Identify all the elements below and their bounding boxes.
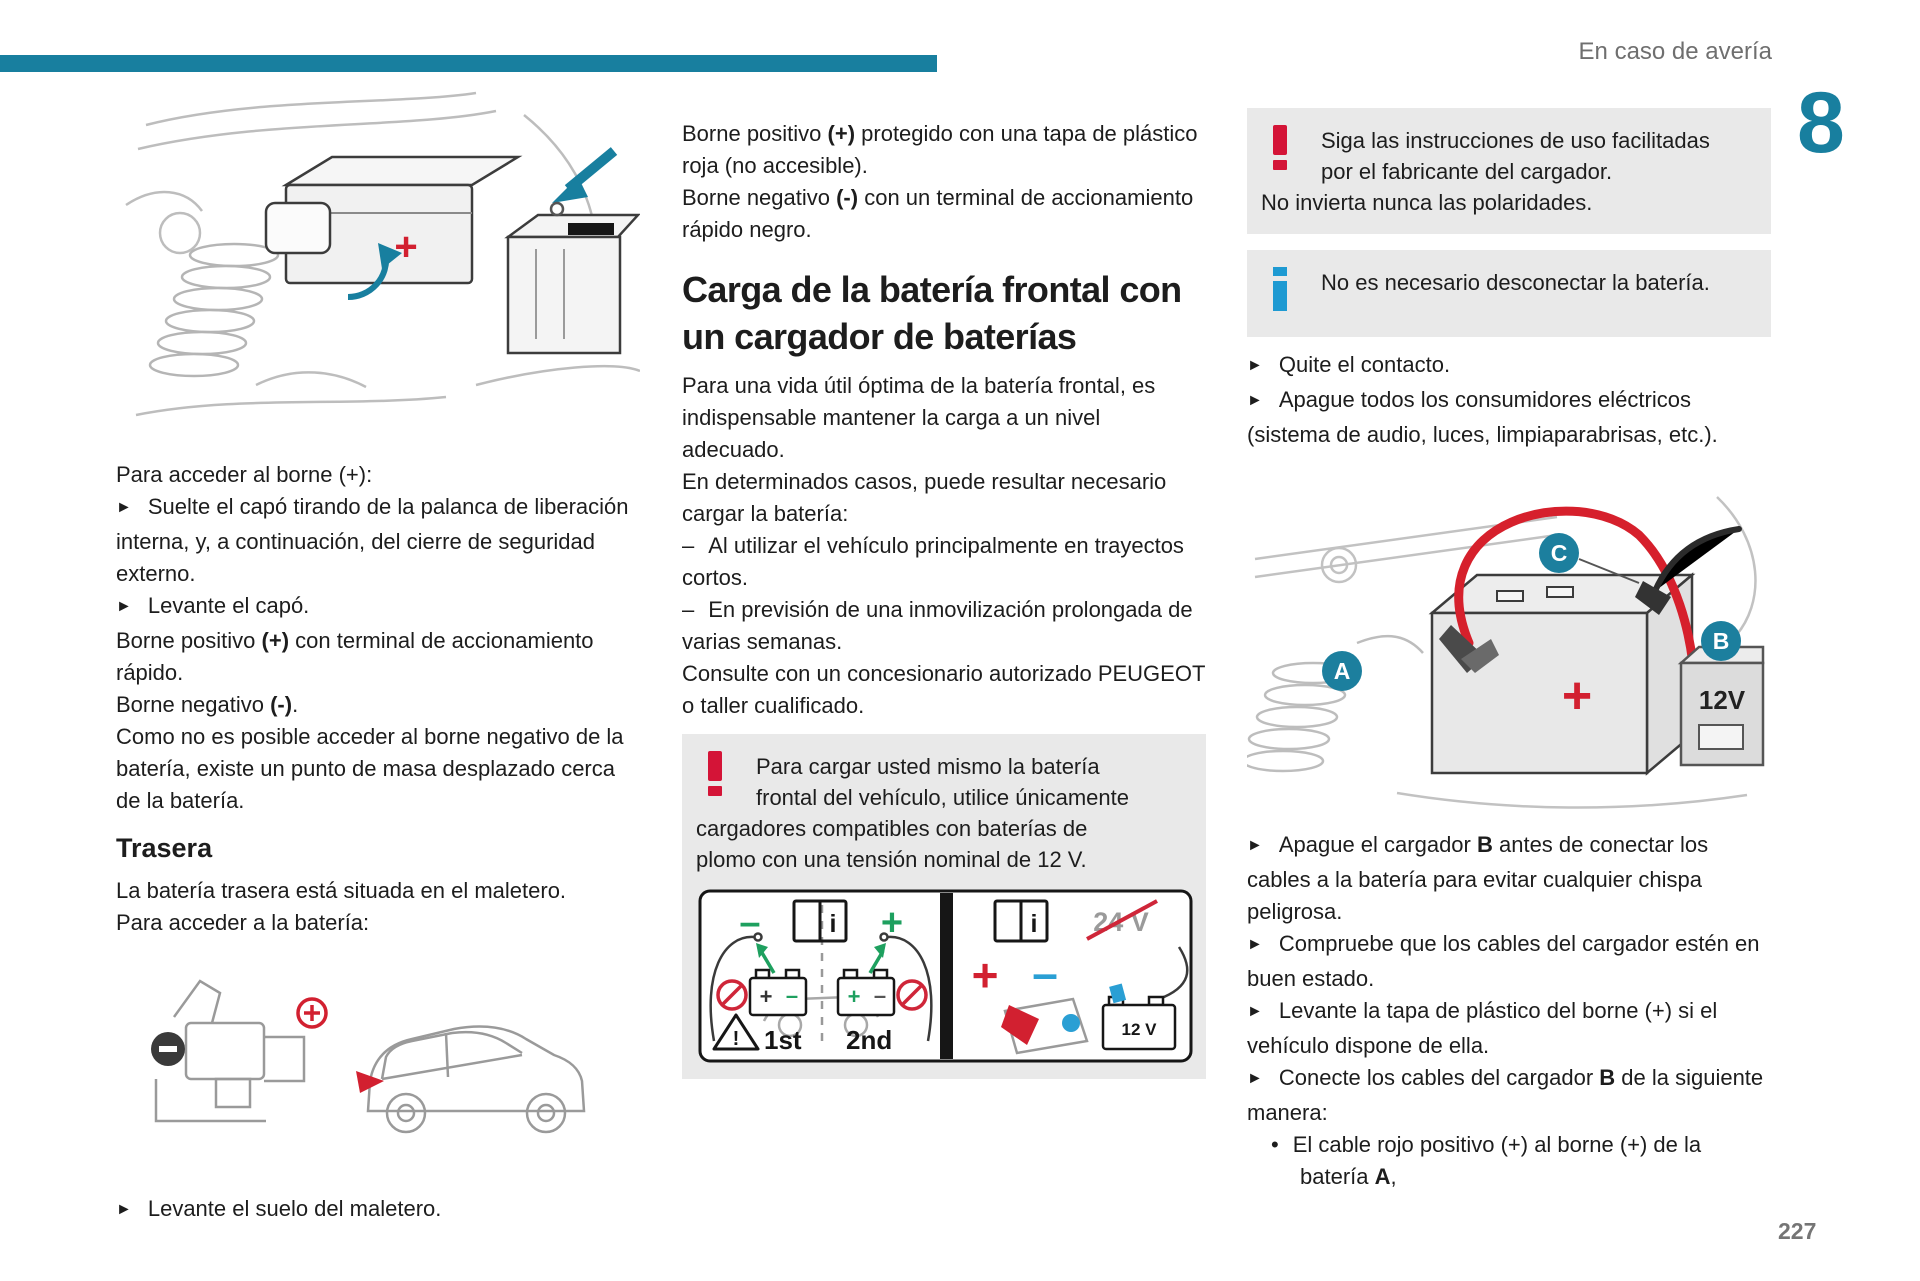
battery-voltage-label: 12 V <box>1122 1020 1158 1039</box>
right-column: Siga las instrucciones de uso facilitada… <box>1247 108 1771 1193</box>
red-cable-clamp <box>1439 625 1499 673</box>
paragraph: Para una vida útil óptima de la batería … <box>682 373 1156 462</box>
dash: – <box>682 533 695 558</box>
front-battery-sketch <box>264 155 523 285</box>
list-item: ►Compruebe que los cables del cargador e… <box>1247 931 1760 991</box>
negative-terminal-note: Borne negativo (-). <box>116 692 299 717</box>
battery-positive-mark: + <box>1562 667 1592 725</box>
rear-battery-access: Para acceder a la batería: <box>116 910 370 935</box>
charger-connection-illustration: + 12V A C <box>1247 496 1765 809</box>
section-title: Carga de la batería frontal con un carga… <box>682 269 1182 357</box>
list-item: ►Levante la tapa de plástico del borne (… <box>1247 998 1718 1058</box>
dot-bullet: • <box>1271 1132 1279 1157</box>
list-item: ►Apague el cargador B antes de conectar … <box>1247 832 1709 924</box>
label-b-badge: B <box>1701 621 1741 661</box>
warning-triangle-icon: ! <box>712 1013 760 1051</box>
list-item: ►Levante el capó. <box>116 590 640 625</box>
bullet-arrow-icon: ► <box>116 1201 132 1218</box>
negative-terminal-note: Borne negativo (-) con un terminal de ac… <box>682 185 1194 242</box>
list-item: ►Apague todos los consumidores eléctrico… <box>1247 387 1718 447</box>
bullet-arrow-icon: ► <box>1247 936 1263 953</box>
positive-terminal-note: Borne positivo (+) protegido con una tap… <box>682 121 1198 178</box>
svg-text:–: – <box>874 983 886 1008</box>
page-number: 227 <box>1778 1218 1817 1244</box>
svg-text:i: i <box>830 910 837 938</box>
svg-text:C: C <box>1551 540 1568 566</box>
prohibition-icon <box>716 979 928 1011</box>
info-icon <box>1273 267 1287 311</box>
charging-order-pictogram: – i + <box>698 889 1193 1063</box>
paragraph: Consulte con un concesionario autorizado… <box>682 661 1205 718</box>
ground-point-arrow <box>549 147 618 217</box>
chapter-number: 8 <box>1797 75 1845 171</box>
charger-sketch <box>1677 645 1765 767</box>
blue-minus: – <box>1032 947 1058 999</box>
svg-text:!: ! <box>733 1028 740 1050</box>
ground-point-note: Como no es posible acceder al borne nega… <box>116 724 624 813</box>
list-item: ►Quite el contacto. <box>1247 349 1771 384</box>
bullet-arrow-icon: ► <box>1247 1003 1263 1020</box>
negative-terminal-mark <box>568 223 614 235</box>
svg-text:–: – <box>786 983 798 1008</box>
dash-list-item: –En previsión de una inmovilización prol… <box>682 597 1193 654</box>
manufacturer-warning-box: Siga las instrucciones de uso facilitada… <box>1247 108 1771 234</box>
paragraph: En determinados casos, puede resultar ne… <box>682 469 1167 526</box>
intro-line: Para acceder al borne (+): <box>116 462 373 487</box>
boot-floor-arrow <box>356 1071 384 1093</box>
bullet-arrow-icon: ► <box>1247 1070 1263 1087</box>
bullet-arrow-icon: ► <box>1247 837 1263 854</box>
battery-2nd <box>836 968 896 1017</box>
rear-battery-location: La batería trasera está situada en el ma… <box>116 878 567 903</box>
second-step-label: 2nd <box>846 1025 892 1055</box>
label-c-badge: C <box>1539 533 1640 584</box>
left-column: + Para acceder al borne (+): ►Suelte e <box>116 85 640 1228</box>
running-header: En caso de avería <box>1578 38 1772 65</box>
svg-text:i: i <box>1031 910 1038 938</box>
dash-list-item: –Al utilizar el vehículo principalmente … <box>682 533 1184 590</box>
blue-clamp <box>1109 983 1127 1004</box>
middle-column: Borne positivo (+) protegido con una tap… <box>682 118 1206 1079</box>
list-item: ►Levante el suelo del maletero. <box>116 1193 640 1228</box>
rear-battery-heading: Trasera <box>116 833 213 863</box>
engine-bay-front-battery-illustration: + <box>125 91 640 417</box>
bullet-arrow-icon: ► <box>1247 357 1263 374</box>
chapter-accent-bar <box>0 55 937 72</box>
car-side-view-sketch <box>366 1025 586 1134</box>
handbook-icon <box>993 899 1049 943</box>
warning-icon <box>1273 125 1287 170</box>
black-cable-clamp <box>1635 581 1671 615</box>
red-plus: + <box>972 949 999 1001</box>
bullet-arrow-icon: ► <box>1247 392 1263 409</box>
rear-battery-terminal-and-car-illustration <box>151 979 586 1134</box>
bullet-arrow-icon: ► <box>116 499 132 516</box>
charger-warning-box: Para cargar usted mismo la batería front… <box>682 734 1206 1079</box>
list-item: ►Conecte los cables del cargador B de la… <box>1247 1065 1764 1125</box>
info-box: No es necesario desconectar la batería. <box>1247 250 1771 337</box>
sub-list-item: •El cable rojo positivo (+) al borne (+)… <box>1271 1132 1702 1189</box>
battery-1st <box>748 968 808 1017</box>
blue-knob <box>1062 1014 1080 1032</box>
black-cable <box>1655 529 1739 591</box>
rear-negative-terminal-icon <box>151 1032 185 1066</box>
rear-positive-terminal-icon <box>296 997 328 1029</box>
first-step-label: 1st <box>764 1025 802 1055</box>
list-item: ►Suelte el capó tirando de la palanca de… <box>116 494 629 586</box>
svg-text:B: B <box>1713 628 1730 654</box>
positive-terminal-mark: + <box>394 225 417 269</box>
charger-voltage-label: 12V <box>1699 685 1746 715</box>
dash: – <box>682 597 695 622</box>
handbook-icon <box>792 899 848 943</box>
label-a-badge: A <box>1322 651 1362 691</box>
warning-icon <box>708 751 722 796</box>
bullet-arrow-icon: ► <box>116 598 132 615</box>
svg-text:A: A <box>1334 658 1351 684</box>
svg-text:+: + <box>848 984 861 1009</box>
red-clamp <box>1001 1005 1039 1045</box>
svg-text:+: + <box>760 984 773 1009</box>
positive-terminal-note: Borne positivo (+) con terminal de accio… <box>116 628 594 685</box>
open-cover-arrow <box>347 243 402 301</box>
